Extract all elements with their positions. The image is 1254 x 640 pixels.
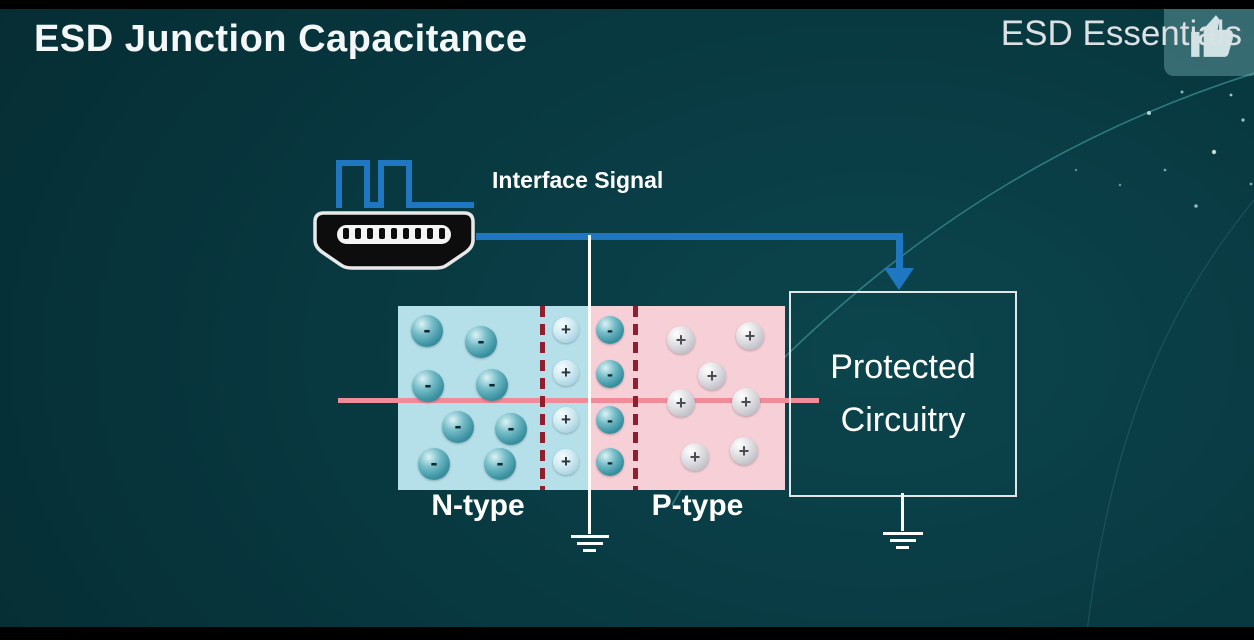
protected-circuitry-line2: Circuitry <box>840 401 966 439</box>
ground-symbol-icon <box>883 532 923 535</box>
signal-line-vertical <box>896 233 903 270</box>
center-ground-wire <box>588 235 591 534</box>
page-title: ESD Junction Capacitance <box>34 18 528 60</box>
signal-line-horizontal <box>476 233 900 240</box>
depletion-boundary-right <box>633 306 638 490</box>
protected-circuitry-box: Protected Circuitry <box>789 291 1017 497</box>
p-type-label: P-type <box>651 489 744 522</box>
hdmi-connector-icon <box>313 211 475 270</box>
n-type-label: N-type <box>431 489 525 522</box>
ground-symbol-icon <box>896 546 909 549</box>
depletion-boundary-left <box>540 306 545 490</box>
ground-symbol-icon <box>571 535 609 538</box>
box-ground-wire <box>901 493 904 531</box>
signal-arrowhead <box>884 268 914 290</box>
square-wave-icon <box>336 160 474 208</box>
ground-symbol-icon <box>577 542 603 545</box>
thumbs-up-icon <box>1164 0 1254 76</box>
brand-text: ESD Essentials <box>1000 14 1242 53</box>
interface-signal-label: Interface Signal <box>492 167 664 193</box>
top-letterbox-bar <box>0 0 1254 9</box>
ground-symbol-icon <box>583 549 596 552</box>
bottom-letterbox-bar <box>0 627 1254 640</box>
junction-signal-line <box>338 398 819 403</box>
thumbs-up-glyph <box>1191 15 1233 57</box>
ground-symbol-icon <box>890 539 916 542</box>
protected-circuitry-line1: Protected <box>830 348 976 387</box>
